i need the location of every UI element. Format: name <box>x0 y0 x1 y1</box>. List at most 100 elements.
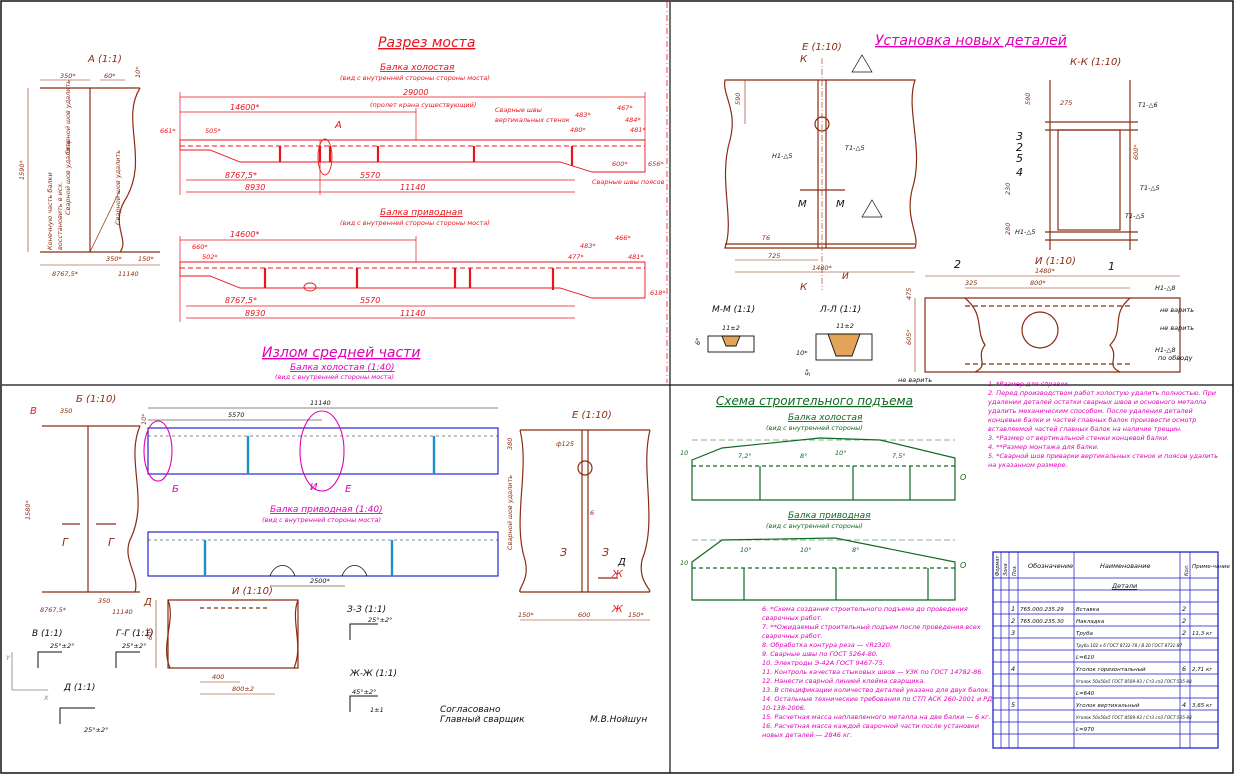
view-e-lower-zh1: Ж <box>611 569 624 580</box>
dim-661: 661* <box>160 127 176 135</box>
camber-idle-end-o: О <box>960 473 966 482</box>
camber-drive-end-o: О <box>960 561 966 570</box>
sign-chief: Главный сварщик <box>440 715 525 725</box>
beam-idle-label: Балка холостая <box>380 63 455 73</box>
view-kk-dim-590: 590 <box>1024 93 1032 105</box>
spec-header-format: Формат <box>995 555 1001 576</box>
dim-drive-5570: 5570 <box>360 296 380 305</box>
view-kk-title: К-К (1:10) <box>1070 57 1121 68</box>
spec-header-zone: Зона <box>1003 563 1009 576</box>
note-right-4: удалить механическим способом. После уда… <box>987 407 1193 415</box>
note-right-8: 4. **Размер монтажа для балки. <box>988 443 1099 451</box>
view-e-upper-weld-1: Н1-△5 <box>772 152 793 160</box>
beam-drive-stiffeners <box>263 268 555 290</box>
dim-drive-660: 660* <box>192 243 208 251</box>
view-b-letter-d: Д <box>143 597 152 608</box>
middle-beam-drive-view: (вид с внутренней стороны моста) <box>262 516 381 524</box>
middle-dims <box>148 407 498 587</box>
view-e-upper-triangle-1 <box>851 54 873 73</box>
view-a-drawing <box>40 87 160 253</box>
view-a-weld-2: Сварной шов удалить <box>64 140 72 215</box>
dim-drive-502: 502* <box>202 253 218 261</box>
camber-idle-angle-1: 7,2° <box>738 452 752 460</box>
view-a-dim-60: 60* <box>104 72 116 80</box>
span-note: (пролет крана существующий) <box>370 101 476 109</box>
view-i-upper-dim-605: 605* <box>905 329 913 345</box>
view-i-upper-dim-475: 475 <box>905 288 913 300</box>
spec-row-6-pos: 4 <box>1011 665 1015 673</box>
dim-600: 600* <box>612 160 628 168</box>
axis-x-label: X <box>43 694 49 702</box>
view-a-dims <box>27 79 160 266</box>
dim-484: 484* <box>625 116 641 124</box>
spec-table: Формат Зона Поз. Обозначение Наименовани… <box>992 551 1231 749</box>
view-i-upper-weld-4: не варить <box>1160 324 1194 332</box>
note-bottom-9: 12. Нанести сварной линией клейма сварщи… <box>762 677 925 685</box>
view-i-upper-weld-3: не варить <box>1160 306 1194 314</box>
middle-marker-b: Б <box>172 484 179 495</box>
camber-drive-angle-2: 10° <box>800 546 812 554</box>
dim-5570: 5570 <box>360 171 380 180</box>
section-mm-drawing <box>707 333 873 361</box>
spec-row-2-designation: 765.000.235.30 <box>1020 619 1064 625</box>
view-i-upper-dim-1480: 1480* <box>1035 267 1056 275</box>
view-e-upper-title: Е (1:10) <box>802 42 842 53</box>
view-b-letter-g1: Г <box>62 536 69 549</box>
camber-idle-view: (вид с внутренней стороны) <box>766 424 863 432</box>
section-ll-gap: 11±2 <box>836 322 854 330</box>
middle-marker-i: И <box>310 482 318 493</box>
view-e-lower-title: Е (1:10) <box>572 410 612 421</box>
beam-idle-dimensions <box>179 92 646 195</box>
beam-idle-stiffeners <box>278 146 574 166</box>
dim-483: 483* <box>575 111 591 119</box>
middle-marker-e: Е <box>345 484 352 495</box>
view-kk-dim-230: 230 <box>1004 183 1012 195</box>
note-bottom-15: новых деталей — 2846 кг. <box>762 731 852 739</box>
marker-a: А <box>334 120 342 131</box>
view-kk-dim-600: 600* <box>1132 144 1140 160</box>
spec-section-details: Детали <box>1111 582 1137 590</box>
view-e-lower-dim-380: 380 <box>506 438 514 450</box>
section-mm-title: М-М (1:1) <box>712 305 755 315</box>
view-e-upper-dims <box>735 58 915 290</box>
view-i-lower-title: И (1:10) <box>232 586 273 597</box>
dim-drive-8767: 8767,5* <box>225 296 257 305</box>
view-i-upper-title: И (1:10) <box>1035 256 1076 267</box>
section-ang-2: 25°±2° <box>122 642 146 650</box>
spec-row-9-qty: 4 <box>1182 701 1186 709</box>
section-ang-1: 25°±2° <box>50 642 74 650</box>
camber-idle-angle-3: 10° <box>835 449 847 457</box>
note-right-3: удалении деталей остатки сварных швов и … <box>987 398 1206 406</box>
note-bottom-8: 11. Контроль качества стыковых швов — УЗ… <box>762 668 983 676</box>
camber-idle-end-left: 10 <box>680 449 688 457</box>
dim-11140: 11140 <box>400 183 425 192</box>
view-e-upper-i1: И <box>842 272 849 282</box>
camber-drive-angle-3: 8° <box>852 546 859 554</box>
view-e-lower-dim-6: 6 <box>590 509 594 517</box>
ucs-axes-icon <box>11 652 48 691</box>
view-a-weld-3: Сварной шов удалить <box>114 150 122 225</box>
camber-drive-angle-1: 10° <box>740 546 752 554</box>
sign-name: М.В.Нойшун <box>590 715 647 725</box>
view-e-lower-dim-150b: 150* <box>628 611 644 619</box>
view-b-drawing <box>42 425 141 593</box>
dim-481: 481* <box>630 126 646 134</box>
spec-row-6-note: 2,71 кг <box>1192 667 1212 673</box>
flange-weld-note: Сварные швы поясов <box>592 178 665 186</box>
view-e-upper-k1: К <box>800 54 808 65</box>
spec-row-9-pos: 5 <box>1011 701 1015 709</box>
middle-dim-5570: 5570 <box>228 411 245 419</box>
beam-idle-body <box>179 138 646 176</box>
view-e-upper-dim-t6: Т6 <box>762 234 770 242</box>
view-i-lower-dims <box>155 600 275 695</box>
note-bottom-4: сварочных работ. <box>762 632 823 640</box>
view-a-dim-350b: 350* <box>106 255 122 263</box>
camber-drive-end-left: 10 <box>680 559 688 567</box>
view-i-upper-dim-325: 325 <box>965 279 977 287</box>
title-new-parts: Установка новых деталей <box>875 33 1067 49</box>
beam-drive-view: (вид с внутренней стороны стороны моста) <box>340 219 490 227</box>
view-a-end-note-2: восстановить в исх. <box>56 182 64 250</box>
note-bottom-6: 9. Сварные швы по ГОСТ 5264-80. <box>762 650 878 658</box>
note-bottom-10: 13. В спецификации количество деталей ук… <box>762 686 990 694</box>
dim-467: 467* <box>617 104 633 112</box>
